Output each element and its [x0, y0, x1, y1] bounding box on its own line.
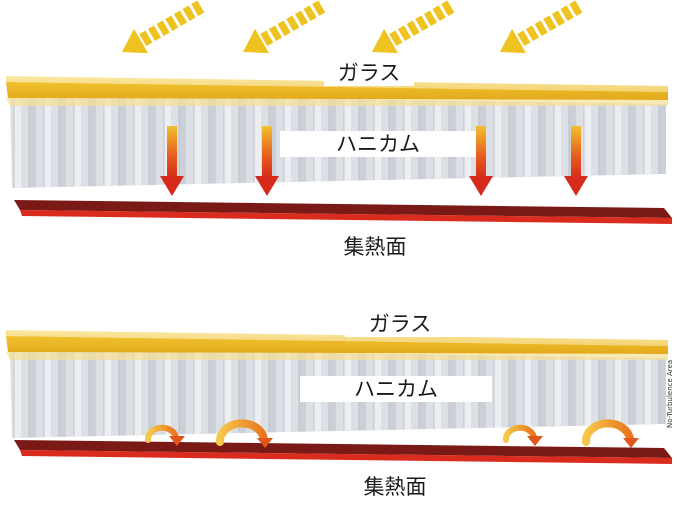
panel-bottom	[6, 330, 672, 464]
sunlight-arrow-icon	[372, 0, 455, 54]
convection-swirl-icon	[215, 419, 273, 448]
convection-swirls	[144, 419, 639, 448]
heat-flow-arrow-icon	[564, 126, 588, 196]
heat-arrows	[160, 126, 588, 196]
convection-swirl-icon	[144, 424, 185, 446]
sunlight-arrow-icon	[500, 0, 583, 54]
glass-label-bottom: ガラス	[345, 311, 455, 337]
glass-cover	[6, 330, 668, 360]
glass-cover	[6, 76, 668, 106]
convection-swirl-icon	[581, 419, 639, 448]
honeycomb-label-bottom: ハニカム	[300, 376, 492, 402]
convection-swirl-icon	[502, 424, 543, 446]
sunlight-arrow-icon	[122, 0, 205, 54]
heat-flow-arrow-icon	[160, 126, 184, 196]
heat-flow-arrow-icon	[469, 126, 493, 196]
honeycomb-label-top: ハニカム	[280, 131, 476, 157]
collector-label-top: 集熱面	[343, 235, 407, 259]
heat-flow-arrow-icon	[255, 126, 279, 196]
collector-plate	[14, 200, 672, 224]
collector-plate	[14, 440, 672, 464]
collector-label-bottom: 集熱面	[363, 475, 427, 499]
side-note: No-Turbulence Area	[666, 359, 674, 428]
sunlight-arrows	[122, 0, 583, 54]
glass-label-top: ガラス	[324, 60, 414, 86]
sunlight-arrow-icon	[243, 0, 326, 54]
